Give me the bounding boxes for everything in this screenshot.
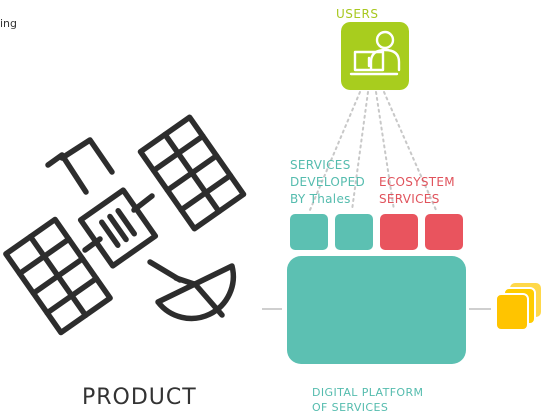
thales-service-block [335,214,373,250]
user-connection-lines [309,91,437,211]
platform-label-line: DIGITAL PLATFORM [312,386,424,399]
body-frame [77,187,159,269]
antenna-mast [59,137,115,175]
ecosystem-service-block [380,214,418,250]
dish-bowl [155,263,237,322]
dish-antenna [147,259,237,322]
user-at-laptop-icon [349,30,401,76]
ecosystem-label-line: SERVICES [379,192,440,206]
stacked-squares-icon [495,283,541,331]
ecosystem-service-block [425,214,463,250]
thales-services-label: SERVICES DEVELOPED BY Thales [290,157,365,208]
product-label: PRODUCT [82,385,197,410]
users-box [341,22,409,90]
product-connector [262,308,282,310]
ecosystem-services-label: ECOSYSTEM SERVICES [379,174,455,208]
users-label: USERS [336,7,379,21]
digital-platform-block [287,256,466,364]
solar-panel-upper [137,114,247,232]
cropped-text: ing [0,17,18,30]
thales-label-line: SERVICES [290,158,351,172]
thales-label-line: BY Thales [290,192,351,206]
thales-service-block [290,214,328,250]
ecosystem-label-line: ECOSYSTEM [379,175,455,189]
antenna-mast [45,152,89,195]
platform-label-line: OF SERVICES [312,401,389,414]
satellite-body [77,187,159,269]
satellite-icon [3,114,247,336]
thales-label-line: DEVELOPED [290,175,366,189]
output-connector [469,308,491,310]
digital-platform-label: DIGITAL PLATFORM OF SERVICES [312,385,423,415]
solar-panel-lower [3,216,113,336]
